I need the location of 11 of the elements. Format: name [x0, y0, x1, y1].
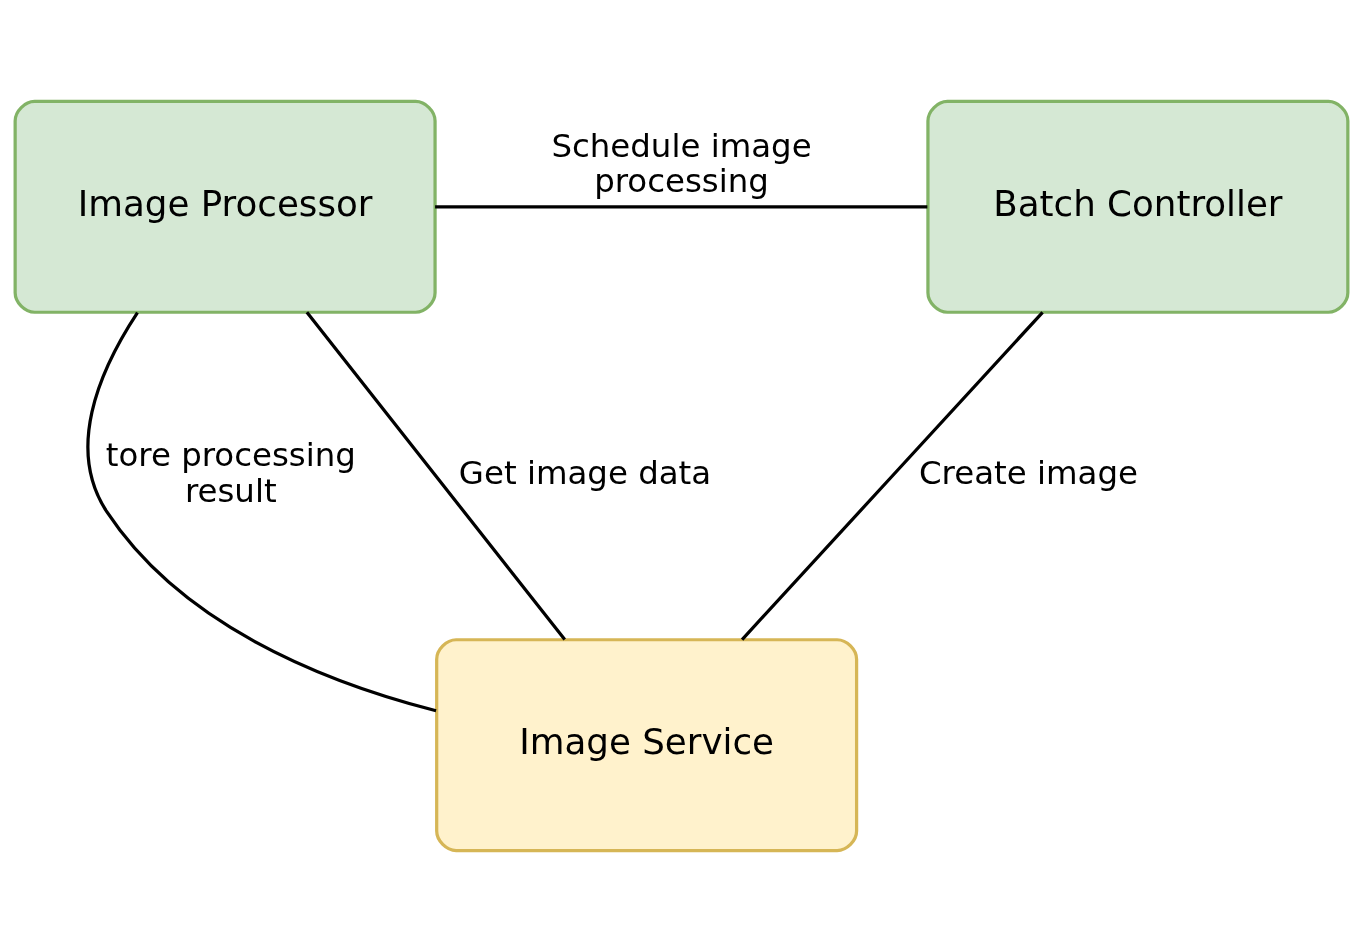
edge-label: Schedule image processing — [551, 126, 812, 201]
connector — [740, 311, 1044, 641]
edge-label: Get image data — [458, 454, 712, 493]
node-box: Image Service — [435, 638, 859, 853]
node-box: Batch Controller — [926, 99, 1350, 314]
edge-label: Create image — [918, 454, 1138, 493]
connector — [86, 311, 437, 713]
edge-label: tore processing result — [105, 436, 356, 510]
connector — [305, 311, 566, 641]
node-box: Image Processor — [13, 99, 437, 314]
connector — [435, 205, 928, 209]
